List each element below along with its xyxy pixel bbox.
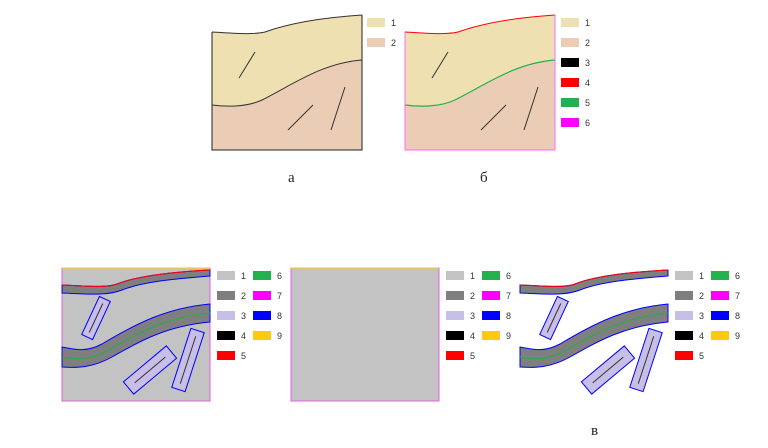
legend-label: 2 xyxy=(699,291,704,301)
legend-label: 7 xyxy=(506,291,511,301)
legend-label: 4 xyxy=(241,331,246,341)
legend-swatch xyxy=(446,331,464,340)
legend-label: 5 xyxy=(585,98,590,108)
legend-swatch xyxy=(446,351,464,360)
legend-swatch xyxy=(561,78,579,87)
legend-swatch xyxy=(482,331,500,340)
legend-swatch xyxy=(367,18,385,27)
caption-c: в xyxy=(591,423,598,439)
legend-label: 3 xyxy=(241,311,246,321)
legend-swatch xyxy=(217,331,235,340)
panel-b-section xyxy=(404,14,556,151)
legend-swatch xyxy=(675,271,693,280)
legend-swatch xyxy=(675,291,693,300)
legend-swatch xyxy=(217,291,235,300)
legend-swatch xyxy=(561,18,579,27)
legend-swatch xyxy=(561,118,579,127)
legend-label: 1 xyxy=(585,18,590,28)
legend-label: 9 xyxy=(506,331,511,341)
legend-label: 6 xyxy=(277,271,282,281)
legend-swatch xyxy=(253,291,271,300)
legend-label: 2 xyxy=(391,38,396,48)
legend-swatch xyxy=(482,311,500,320)
legend-label: 9 xyxy=(277,331,282,341)
panel-c2-legend: 1 2 3 4 5 6 7 8 9 xyxy=(446,271,511,361)
legend-label: 3 xyxy=(470,311,475,321)
legend-label: 1 xyxy=(699,271,704,281)
panel-c1-section xyxy=(61,267,211,402)
legend-swatch xyxy=(446,271,464,280)
legend-label: 7 xyxy=(277,291,282,301)
legend-label: 1 xyxy=(391,18,396,28)
legend-swatch xyxy=(253,311,271,320)
legend-swatch xyxy=(711,291,729,300)
legend-swatch xyxy=(561,98,579,107)
legend-label: 3 xyxy=(585,58,590,68)
legend-label: 3 xyxy=(699,311,704,321)
legend-swatch xyxy=(217,351,235,360)
legend-label: 6 xyxy=(506,271,511,281)
legend-swatch xyxy=(675,311,693,320)
legend-label: 6 xyxy=(585,118,590,128)
legend-swatch xyxy=(482,291,500,300)
legend-swatch xyxy=(711,331,729,340)
legend-swatch xyxy=(217,311,235,320)
caption-b: б xyxy=(480,170,488,186)
legend-swatch xyxy=(482,271,500,280)
panel-a-legend: 12 xyxy=(367,18,396,48)
legend-label: 4 xyxy=(470,331,475,341)
legend-label: 5 xyxy=(241,351,246,361)
legend-swatch xyxy=(675,351,693,360)
caption-a: а xyxy=(288,170,295,186)
legend-swatch xyxy=(446,291,464,300)
legend-swatch xyxy=(253,331,271,340)
panel-b-legend: 1 2 3 4 5 6 xyxy=(561,18,590,128)
legend-swatch xyxy=(561,38,579,47)
legend-label: 4 xyxy=(585,78,590,88)
legend-swatch xyxy=(711,311,729,320)
legend-label: 6 xyxy=(735,271,740,281)
legend-label: 5 xyxy=(470,351,475,361)
legend-label: 9 xyxy=(735,331,740,341)
legend-label: 1 xyxy=(470,271,475,281)
legend-label: 2 xyxy=(470,291,475,301)
panel-c1-legend: 1 2 3 4 5 6 7 8 9 xyxy=(217,271,282,361)
legend-label: 1 xyxy=(241,271,246,281)
legend-swatch xyxy=(561,58,579,67)
legend-swatch xyxy=(253,271,271,280)
panel-c3-legend: 1 2 3 4 5 6 7 8 9 xyxy=(675,271,740,361)
legend-label: 8 xyxy=(277,311,282,321)
panel-c3-section xyxy=(519,269,669,395)
legend-label: 4 xyxy=(699,331,704,341)
legend-label: 8 xyxy=(506,311,511,321)
legend-label: 5 xyxy=(699,351,704,361)
legend-swatch xyxy=(446,311,464,320)
legend-label: 8 xyxy=(735,311,740,321)
legend-label: 7 xyxy=(735,291,740,301)
legend-swatch xyxy=(675,331,693,340)
legend-swatch xyxy=(711,271,729,280)
legend-label: 2 xyxy=(585,38,590,48)
legend-label: 2 xyxy=(241,291,246,301)
panel-c2-section xyxy=(290,267,440,402)
legend-swatch xyxy=(367,38,385,47)
panel-a-section xyxy=(211,14,363,151)
legend-swatch xyxy=(217,271,235,280)
